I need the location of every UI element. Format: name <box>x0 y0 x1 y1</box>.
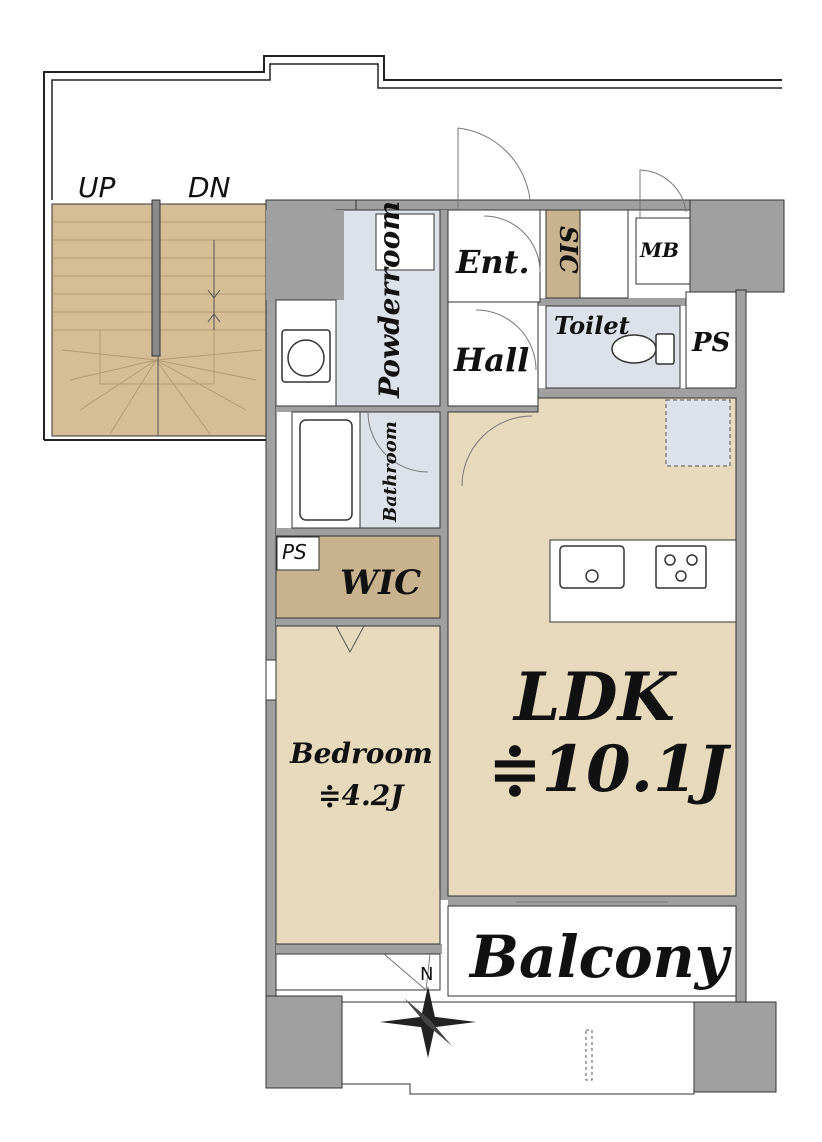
bedroom-balcony-door <box>383 953 431 991</box>
wall-band-hall <box>276 404 740 412</box>
stair-arrow-icon <box>207 240 221 330</box>
ldk-label: LDK <box>514 658 676 736</box>
corridor-outline <box>43 55 782 440</box>
stair-down-label: DN <box>188 171 231 204</box>
ldk-floor <box>447 397 737 897</box>
sic-white <box>579 209 629 299</box>
mb-box <box>635 217 691 285</box>
hall-label: Hall <box>454 341 530 379</box>
balcony-vent <box>585 1029 593 1081</box>
toilet-door-arc <box>475 309 537 371</box>
stair-handrail <box>151 199 161 357</box>
bedroom-door-arc <box>335 625 365 654</box>
wall-band-wet <box>276 528 442 536</box>
toilet-label: Toilet <box>554 311 630 340</box>
ps-right-label: PS <box>692 328 731 358</box>
ps-left-label: PS <box>282 540 307 564</box>
hall-floor <box>447 301 539 407</box>
bedroom-floor <box>275 625 441 945</box>
balcony-area <box>275 953 441 991</box>
ldk-door-arc <box>461 415 533 487</box>
bedroom-window <box>265 659 277 701</box>
wall-band-bedroom-bottom <box>276 944 442 954</box>
powderroom-wall-block <box>266 210 344 300</box>
wall-band-entry <box>538 298 688 306</box>
bathroom-label: Bathroom <box>380 421 401 522</box>
toilet-bowl-icon <box>611 333 675 365</box>
stove-icon <box>655 545 707 589</box>
wall-block-topright <box>689 199 785 293</box>
north-label: N <box>420 964 434 985</box>
wall-band-toilet <box>538 388 738 398</box>
bedroom-area-label: ≑4.2J <box>318 779 404 812</box>
mb-door-arc <box>639 169 687 218</box>
corridor-inner-outline <box>51 63 782 200</box>
ps-left-box-fill <box>276 536 320 571</box>
bath-door-arc <box>367 411 429 473</box>
balcony-label: Balcony <box>470 923 729 991</box>
ldk-area-label: ≑10.1J <box>488 732 728 807</box>
wall-left-column <box>265 295 277 997</box>
bedroom-label: Bedroom <box>290 737 433 770</box>
sic-door-arc <box>483 215 541 273</box>
entrance-label: Ent. <box>456 243 530 281</box>
north-compass-icon <box>380 986 476 1058</box>
vanity-counter <box>375 213 435 271</box>
entrance-door-arc <box>457 127 531 210</box>
wall-band-ldk-bottom <box>448 896 740 906</box>
ldk-column-box <box>665 399 731 467</box>
ps-right-box <box>685 291 737 389</box>
wall-block-bottomleft <box>265 995 343 1089</box>
wall-block-bottomright <box>693 1001 777 1093</box>
powderroom-label: Powderroom <box>373 201 406 398</box>
wall-band-vertical <box>440 210 448 900</box>
wic-label: WIC <box>340 563 422 603</box>
wall-band-wic <box>276 618 442 626</box>
balcony-main <box>447 905 737 997</box>
sic-label: SIC <box>554 226 583 274</box>
stair-up-label: UP <box>78 171 116 204</box>
sink-icon <box>559 545 625 589</box>
washing-machine-icon <box>281 329 331 383</box>
balcony-lower <box>341 1001 695 1095</box>
mb-label: MB <box>640 238 680 262</box>
bathtub-icon <box>299 419 353 521</box>
